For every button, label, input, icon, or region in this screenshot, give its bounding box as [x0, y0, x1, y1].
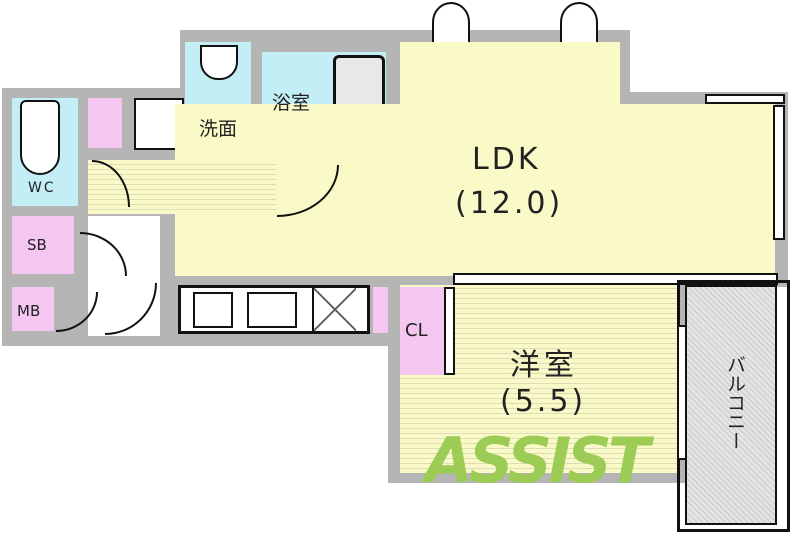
kitchen-storage [373, 287, 388, 333]
ldk-area-top [400, 42, 620, 112]
bath-label: 浴室 [272, 92, 311, 114]
toilet-label: WC [28, 180, 56, 196]
closet-door[interactable] [444, 287, 455, 375]
balcony-floor [685, 285, 777, 525]
ldk-size: (12.0) [455, 186, 564, 221]
assist-watermark: ASSIST [425, 424, 650, 497]
closet [400, 287, 444, 375]
ldk-window[interactable] [773, 105, 785, 240]
shoe-box [12, 216, 74, 274]
fridge-space [312, 288, 356, 331]
meter-box-label: MB [17, 302, 41, 320]
western-label: 洋室 [510, 348, 578, 383]
meter-box [12, 287, 54, 331]
washroom-label: 洗面 [199, 118, 238, 140]
balcony-window[interactable] [677, 325, 687, 460]
western-size: (5.5) [500, 384, 587, 419]
ldk-label: LDK [472, 142, 541, 177]
kitchen-sink [247, 292, 297, 328]
sink [200, 45, 238, 80]
balcony-door-right[interactable] [560, 2, 598, 42]
toilet-fixture [20, 100, 60, 175]
shoe-box-label: SB [27, 236, 47, 254]
closet-label: CL [405, 320, 428, 341]
balcony-label: バルコニー [724, 355, 746, 450]
ldk-window-top[interactable] [705, 94, 785, 104]
stove [193, 292, 233, 328]
balcony-door-left[interactable] [432, 2, 470, 42]
storage-small [88, 98, 122, 148]
